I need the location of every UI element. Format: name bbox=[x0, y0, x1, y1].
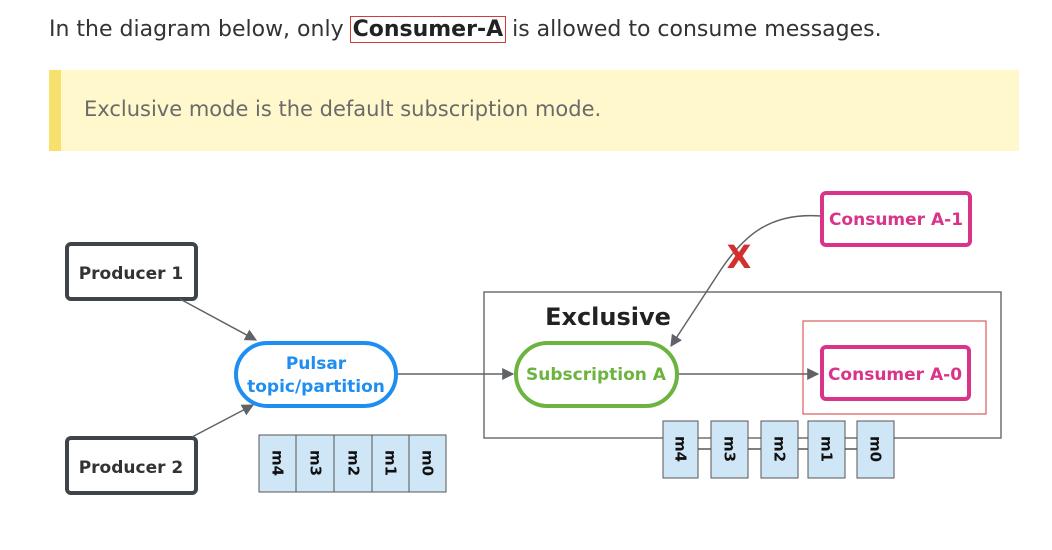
svg-text:m4: m4 bbox=[672, 436, 690, 462]
producer-1-label: Producer 1 bbox=[79, 264, 184, 284]
consumer-a1: Consumer A-1 bbox=[820, 191, 972, 247]
topic-message-m4: m4 bbox=[258, 434, 297, 493]
producer-2-arrow bbox=[191, 404, 255, 438]
producer-2: Producer 2 bbox=[65, 436, 198, 495]
consumer-message-m4: m4 bbox=[662, 420, 699, 479]
consumer-message-m3: m3 bbox=[710, 420, 749, 479]
consumer-message-m2: m2 bbox=[760, 420, 799, 479]
topic-label-line1: Pulsar bbox=[286, 354, 347, 374]
note-text: Exclusive mode is the default subscripti… bbox=[84, 97, 602, 121]
subscription-a-label: Subscription A bbox=[526, 365, 667, 385]
producer-1-arrow bbox=[179, 298, 258, 341]
consumer-a0: Consumer A-0 bbox=[820, 345, 971, 401]
svg-text:m2: m2 bbox=[771, 436, 789, 462]
consumer-a1-rejected-connector bbox=[670, 214, 822, 348]
consumer-message-m1: m1 bbox=[807, 420, 846, 479]
intro-consumer-a: Consumer-A bbox=[349, 16, 507, 43]
svg-text:m1: m1 bbox=[382, 450, 400, 476]
rejected-x-mark: X bbox=[727, 238, 752, 276]
consumer-a1-label: Consumer A-1 bbox=[829, 210, 963, 230]
svg-text:m0: m0 bbox=[867, 436, 885, 462]
subscription-a: Subscription A bbox=[514, 341, 679, 408]
svg-text:m4: m4 bbox=[269, 450, 287, 476]
consumer-a0-label: Consumer A-0 bbox=[828, 365, 962, 385]
topic-label-line2: topic/partition bbox=[247, 377, 385, 397]
topic-message-m0: m0 bbox=[408, 434, 447, 493]
producer-2-label: Producer 2 bbox=[79, 458, 184, 478]
svg-text:m3: m3 bbox=[307, 450, 325, 476]
svg-text:m3: m3 bbox=[721, 436, 739, 462]
svg-text:m0: m0 bbox=[419, 450, 437, 476]
topic-message-queue: m4 m3 m2 m1 m0 bbox=[258, 434, 447, 493]
intro-prefix: In the diagram below, only bbox=[49, 17, 351, 42]
intro-paragraph: In the diagram below, only Consumer-A is… bbox=[49, 14, 1029, 46]
consumer-a0-highlight bbox=[802, 320, 987, 415]
exclusive-label: Exclusive bbox=[545, 303, 671, 331]
topic-message-m2: m2 bbox=[333, 434, 373, 493]
svg-text:m2: m2 bbox=[345, 450, 363, 476]
topic-message-m1: m1 bbox=[371, 434, 410, 493]
note-admonition: Exclusive mode is the default subscripti… bbox=[49, 70, 1019, 151]
pulsar-topic: Pulsar topic/partition bbox=[234, 341, 398, 408]
topic-message-m3: m3 bbox=[295, 434, 335, 493]
consumer-message-m0: m0 bbox=[856, 420, 895, 479]
svg-text:m1: m1 bbox=[818, 436, 836, 462]
producer-1: Producer 1 bbox=[65, 242, 198, 301]
intro-suffix: is allowed to consume messages. bbox=[505, 17, 882, 42]
consumer-message-queue: m4 m3 m2 m1 m0 bbox=[662, 420, 895, 479]
